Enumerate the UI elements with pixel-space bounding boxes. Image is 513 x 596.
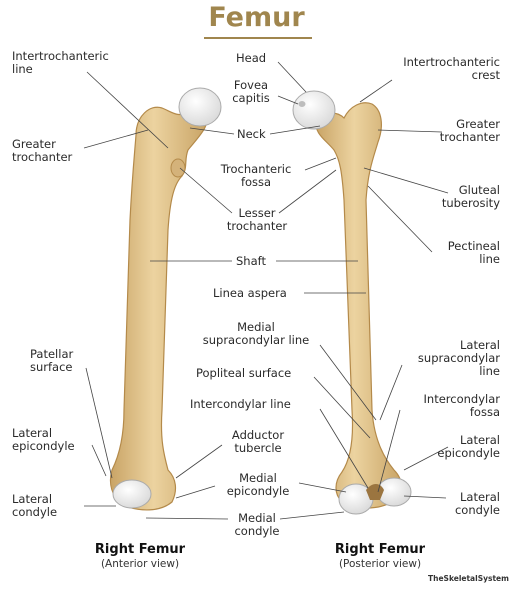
label-gluteal-tuberosity: Gluteal tuberosity — [420, 184, 500, 210]
label-line-2: tubercle — [234, 441, 281, 455]
anterior-lesser-trochanter — [171, 159, 185, 177]
label-line-2: trochanter — [440, 130, 500, 144]
caption-posterior-subtitle: (Posterior view) — [306, 558, 454, 570]
anterior-femoral-head — [179, 88, 221, 126]
label-line-2: epicondyle — [227, 484, 290, 498]
label-line-2: supracondylar — [418, 351, 500, 365]
label-line-1: Pectineal — [448, 239, 500, 253]
label-line-2: line — [12, 62, 33, 76]
label-lateral-supracondylar-line: Lateral supracondylar line — [398, 339, 500, 378]
label-line-1: Lateral — [12, 426, 52, 440]
posterior-femoral-head — [293, 91, 335, 129]
label-line-2: capitis — [232, 91, 270, 105]
label-line-2: epicondyle — [12, 439, 75, 453]
posterior-femur — [293, 91, 411, 514]
anterior-femur-body — [110, 107, 206, 510]
label-intercondylar-fossa: Intercondylar fossa — [396, 393, 500, 419]
label-adductor-tubercle: Adductor tubercle — [214, 429, 302, 455]
label-line-1: Gluteal — [459, 183, 500, 197]
label-shaft: Shaft — [236, 255, 266, 268]
label-line-2: condyle — [12, 505, 57, 519]
label-line-1: Lateral — [460, 433, 500, 447]
label-line-3: line — [479, 364, 500, 378]
label-patellar-surface: Patellar surface — [30, 348, 73, 374]
label-line-2: trochanter — [227, 219, 287, 233]
label-line-1: Intertrochanteric — [403, 55, 500, 69]
label-line-2: tuberosity — [442, 196, 500, 210]
caption-anterior: Right Femur (Anterior view) — [70, 542, 210, 570]
label-line-1: Trochanteric — [221, 162, 292, 176]
label-line-1: Lesser — [238, 206, 275, 220]
caption-posterior: Right Femur (Posterior view) — [306, 542, 454, 570]
label-intertrochanteric-line: Intertrochanteric line — [12, 50, 109, 76]
label-linea-aspera: Linea aspera — [213, 287, 287, 300]
caption-anterior-subtitle: (Anterior view) — [70, 558, 210, 570]
label-line-1: Greater — [456, 117, 500, 131]
label-line-1: Adductor — [232, 428, 284, 442]
title-underline — [204, 37, 312, 39]
label-neck: Neck — [237, 128, 266, 141]
label-line-2: trochanter — [12, 150, 72, 164]
label-greater-trochanter-posterior: Greater trochanter — [410, 118, 500, 144]
anterior-femur — [110, 88, 221, 510]
label-line-1: Intertrochanteric — [12, 49, 109, 63]
label-line-1: Lateral — [12, 492, 52, 506]
label-line-2: condyle — [234, 524, 279, 538]
label-lateral-epicondyle-anterior: Lateral epicondyle — [12, 427, 75, 453]
label-lateral-condyle-anterior: Lateral condyle — [12, 493, 57, 519]
label-lateral-condyle-posterior: Lateral condyle — [420, 491, 500, 517]
label-line-2: crest — [472, 68, 500, 82]
label-greater-trochanter-anterior: Greater trochanter — [12, 138, 72, 164]
label-line-2: supracondylar line — [203, 333, 310, 347]
label-medial-epicondyle: Medial epicondyle — [212, 472, 304, 498]
label-line-2: condyle — [455, 503, 500, 517]
label-medial-condyle: Medial condyle — [218, 512, 296, 538]
label-intercondylar-line: Intercondylar line — [190, 398, 291, 411]
label-lesser-trochanter: Lesser trochanter — [212, 207, 302, 233]
label-head: Head — [236, 52, 266, 65]
label-fovea-capitis: Fovea capitis — [222, 79, 280, 105]
label-popliteal-surface: Popliteal surface — [196, 367, 291, 380]
posterior-femur-body — [316, 103, 401, 508]
site-credit: TheSkeletalSystem — [428, 574, 509, 583]
label-lateral-epicondyle-posterior: Lateral epicondyle — [410, 434, 500, 460]
label-line-1: Medial — [238, 511, 276, 525]
label-line-1: Lateral — [460, 490, 500, 504]
page-title: Femur — [0, 2, 513, 33]
label-line-1: Medial — [237, 320, 275, 334]
label-line-1: Fovea — [234, 78, 268, 92]
label-line-1: Patellar — [30, 347, 73, 361]
caption-posterior-title: Right Femur — [306, 542, 454, 557]
label-line-1: Lateral — [460, 338, 500, 352]
label-intertrochanteric-crest: Intertrochanteric crest — [362, 56, 500, 82]
label-medial-supracondylar-line: Medial supracondylar line — [188, 321, 324, 347]
label-trochanteric-fossa: Trochanteric fossa — [208, 163, 304, 189]
fovea-capitis-pit — [299, 101, 306, 107]
label-line-2: epicondyle — [437, 446, 500, 460]
caption-anterior-title: Right Femur — [70, 542, 210, 557]
label-pectineal-line: Pectineal line — [420, 240, 500, 266]
label-line-2: line — [479, 252, 500, 266]
label-line-2: surface — [30, 360, 73, 374]
label-line-1: Greater — [12, 137, 56, 151]
label-line-2: fossa — [241, 175, 271, 189]
anterior-patellar-cartilage — [113, 480, 151, 508]
label-line-1: Medial — [239, 471, 277, 485]
label-line-2: fossa — [470, 405, 500, 419]
label-line-1: Intercondylar — [424, 392, 500, 406]
